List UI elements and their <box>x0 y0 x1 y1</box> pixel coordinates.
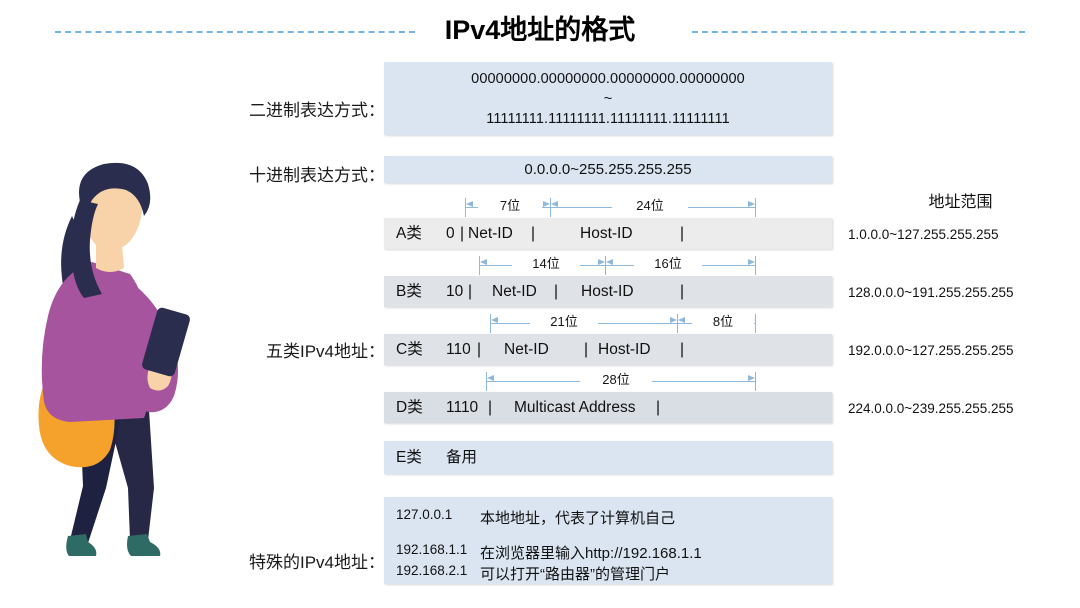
class-e-text: 备用 <box>446 449 478 466</box>
title-divider-left <box>55 31 415 33</box>
bit-markers-class-d: 28位 <box>384 369 832 392</box>
special-addresses-box: 127.0.0.1 本地地址，代表了计算机自己 192.168.1.1 在浏览器… <box>384 497 832 584</box>
special-ip-2: 192.168.2.1 <box>396 563 468 578</box>
binary-min-value: 00000000.00000000.00000000.00000000 <box>471 71 745 87</box>
bit-label-b-net: 14位 <box>512 253 580 272</box>
bit-label-a-net: 7位 <box>478 195 542 214</box>
class-d-prefix: 1110 <box>446 399 479 416</box>
class-a-sep1: | <box>460 225 465 242</box>
class-b-sep3: | <box>680 283 685 300</box>
table-row-class-d: D类 1110 | Multicast Address | <box>384 392 832 423</box>
class-a-netid: Net-ID <box>468 225 513 242</box>
special-ip-1: 192.168.1.1 <box>396 542 468 557</box>
class-b-sep2: | <box>554 283 559 300</box>
class-b-name: B类 <box>396 283 422 300</box>
page-title: IPv4地址的格式 <box>444 15 636 45</box>
decimal-representation-box: 0.0.0.0~255.255.255.255 <box>384 156 832 183</box>
class-d-sep2: | <box>656 399 661 416</box>
class-c-hostid: Host-ID <box>598 341 651 358</box>
class-c-prefix: 110 <box>446 341 471 358</box>
bit-markers-class-c: 21位 8位 <box>384 311 832 334</box>
table-row-class-e: E类 备用 <box>384 441 832 474</box>
class-a-hostid: Host-ID <box>580 225 633 242</box>
range-class-a: 1.0.0.0~127.255.255.255 <box>848 227 999 242</box>
classes-row-label: 五类IPv4地址： <box>265 342 385 361</box>
binary-representation-box: 00000000.00000000.00000000.00000000 ~ 11… <box>384 62 832 135</box>
class-b-netid: Net-ID <box>492 283 537 300</box>
range-class-c: 192.0.0.0~127.255.255.255 <box>848 343 1014 358</box>
special-desc-2: 可以打开“路由器”的管理门户 <box>480 566 670 583</box>
binary-row-label: 二进制表达方式： <box>249 101 385 120</box>
title-divider-right <box>692 31 1025 33</box>
special-row-label: 特殊的IPv4地址： <box>248 553 385 572</box>
title-bar: IPv4地址的格式 <box>0 0 1080 56</box>
bit-label-b-host: 16位 <box>634 253 702 272</box>
class-c-sep2: | <box>584 341 589 358</box>
class-a-sep3: | <box>680 225 685 242</box>
class-b-prefix: 10 <box>446 283 464 300</box>
class-e-name: E类 <box>396 449 422 466</box>
binary-tilde: ~ <box>603 91 613 107</box>
class-d-name: D类 <box>396 399 423 416</box>
range-class-b: 128.0.0.0~191.255.255.255 <box>848 285 1014 300</box>
class-a-sep2: | <box>531 225 536 242</box>
table-row-class-c: C类 110 | Net-ID | Host-ID | <box>384 334 832 365</box>
range-class-d: 224.0.0.0~239.255.255.255 <box>848 401 1014 416</box>
class-d-netid: Multicast Address <box>514 399 636 416</box>
class-c-sep3: | <box>680 341 685 358</box>
bit-label-d-net: 28位 <box>580 369 652 388</box>
class-b-sep1: | <box>468 283 473 300</box>
bit-markers-class-a: 7位 24位 <box>384 195 832 218</box>
special-desc-0: 本地地址，代表了计算机自己 <box>480 510 676 527</box>
bit-label-c-net: 21位 <box>530 311 598 330</box>
table-row-class-a: A类 0 | Net-ID | Host-ID | <box>384 218 832 249</box>
bit-label-c-host: 8位 <box>692 311 754 330</box>
class-a-name: A类 <box>396 225 422 242</box>
binary-max-value: 11111111.11111111.11111111.11111111 <box>486 111 730 127</box>
class-c-netid: Net-ID <box>504 341 549 358</box>
class-d-sep1: | <box>488 399 493 416</box>
class-a-prefix: 0 <box>446 225 455 242</box>
special-desc-1: 在浏览器里输入http://192.168.1.1 <box>480 545 702 562</box>
woman-with-phone-illustration <box>18 158 203 570</box>
class-c-sep1: | <box>477 341 482 358</box>
bit-label-a-host: 24位 <box>612 195 688 214</box>
special-ip-0: 127.0.0.1 <box>396 507 453 522</box>
bit-markers-class-b: 14位 16位 <box>384 253 832 276</box>
class-b-hostid: Host-ID <box>581 283 634 300</box>
class-c-name: C类 <box>396 341 423 358</box>
table-row-class-b: B类 10 | Net-ID | Host-ID | <box>384 276 832 307</box>
decimal-row-label: 十进制表达方式： <box>249 166 385 185</box>
address-range-header: 地址范围 <box>928 194 993 211</box>
